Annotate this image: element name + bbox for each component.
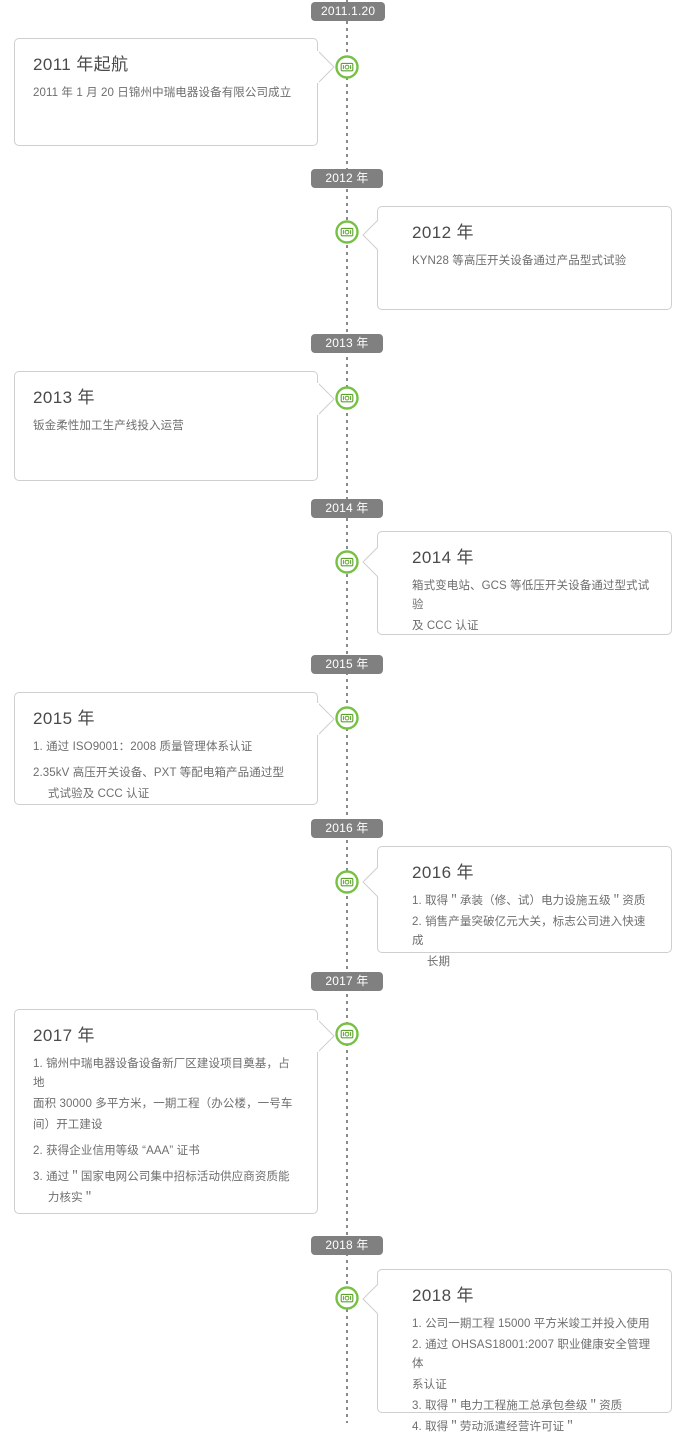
timeline-node-banknote-icon-2015[interactable]: [334, 705, 360, 731]
timeline-card-2012[interactable]: 2012 年 KYN28 等高压开关设备通过产品型式试验: [377, 206, 672, 310]
card-body: 2011 年 1 月 20 日锦州中瑞电器设备有限公司成立: [33, 84, 299, 103]
year-chip-2013[interactable]: 2013 年: [311, 334, 383, 353]
timeline-card-2017[interactable]: 2017 年 1. 锦州中瑞电器设备设备新厂区建设项目奠基，占地 面积 3000…: [14, 1009, 318, 1214]
card-line: 2.35kV 高压开关设备、PXT 等配电箱产品通过型: [33, 767, 285, 780]
year-chip-2014[interactable]: 2014 年: [311, 499, 383, 518]
card-line: 2. 通过 OHSAS18001:2007 职业健康安全管理体: [412, 1339, 651, 1371]
card-line: 间）开工建设: [33, 1119, 103, 1132]
year-chip-2015[interactable]: 2015 年: [311, 655, 383, 674]
timeline-node-banknote-icon-2018[interactable]: [334, 1285, 360, 1311]
year-chip-2017[interactable]: 2017 年: [311, 972, 383, 991]
timeline-node-banknote-icon-2017[interactable]: [334, 1021, 360, 1047]
timeline-node-banknote-icon-2016[interactable]: [334, 869, 360, 895]
timeline-node-banknote-icon-2013[interactable]: [334, 385, 360, 411]
card-line: 系认证: [412, 1379, 447, 1392]
card-body: KYN28 等高压开关设备通过产品型式试验: [396, 252, 653, 271]
timeline-card-2015[interactable]: 2015 年 1. 通过 ISO9001：2008 质量管理体系认证 2.35k…: [14, 692, 318, 805]
card-body: 箱式变电站、GCS 等低压开关设备通过型式试验 及 CCC 认证: [396, 577, 653, 636]
year-chip-2012[interactable]: 2012 年: [311, 169, 383, 188]
card-title: 2011 年起航: [33, 55, 129, 74]
card-line: 力核实＂: [33, 1192, 95, 1205]
card-line: 2. 销售产量突破亿元大关，标志公司进入快速成: [412, 916, 646, 948]
card-line: 1. 锦州中瑞电器设备设备新厂区建设项目奠基，占地: [33, 1058, 290, 1090]
card-line: 长期: [412, 956, 451, 969]
card-line: 1. 通过 ISO9001：2008 质量管理体系认证: [33, 741, 253, 754]
card-body: 1. 取得＂承装（修、试）电力设施五级＂资质 2. 销售产量突破亿元大关，标志公…: [396, 892, 653, 972]
timeline-node-banknote-icon-2014[interactable]: [334, 549, 360, 575]
card-body: 1. 锦州中瑞电器设备设备新厂区建设项目奠基，占地 面积 30000 多平方米，…: [33, 1055, 299, 1208]
timeline-card-2016[interactable]: 2016 年 1. 取得＂承装（修、试）电力设施五级＂资质 2. 销售产量突破亿…: [377, 846, 672, 968]
card-line: 2011 年 1 月 20 日锦州中瑞电器设备有限公司成立: [33, 87, 292, 100]
card-title: 2017 年: [33, 1026, 95, 1045]
card-body: 1. 通过 ISO9001：2008 质量管理体系认证 2.35kV 高压开关设…: [33, 738, 299, 804]
card-title: 2012 年: [412, 223, 474, 242]
card-body: 钣金柔性加工生产线投入运营: [33, 417, 299, 436]
timeline-node-banknote-icon-2011[interactable]: [334, 54, 360, 80]
card-body: 1. 公司一期工程 15000 平方米竣工并投入使用 2. 通过 OHSAS18…: [396, 1315, 653, 1437]
card-title: 2013 年: [33, 388, 95, 407]
card-line: 2. 获得企业信用等级 “AAA” 证书: [33, 1145, 200, 1158]
year-chip-2016[interactable]: 2016 年: [311, 819, 383, 838]
card-title: 2016 年: [412, 863, 474, 882]
card-line: 3. 通过＂国家电网公司集中招标活动供应商资质能: [33, 1171, 290, 1184]
timeline-card-2013[interactable]: 2013 年 钣金柔性加工生产线投入运营: [14, 371, 318, 481]
year-chip-2011[interactable]: 2011.1.20: [311, 2, 386, 21]
card-line: 箱式变电站、GCS 等低压开关设备通过型式试验: [412, 580, 650, 612]
card-line: 钣金柔性加工生产线投入运营: [33, 420, 184, 433]
card-title: 2018 年: [412, 1286, 474, 1305]
timeline-card-2014[interactable]: 2014 年 箱式变电站、GCS 等低压开关设备通过型式试验 及 CCC 认证: [377, 531, 672, 635]
card-line: 1. 公司一期工程 15000 平方米竣工并投入使用: [412, 1318, 650, 1331]
card-line: 3. 取得＂电力工程施工总承包叁级＂资质: [412, 1400, 623, 1413]
timeline-node-banknote-icon-2012[interactable]: [334, 219, 360, 245]
year-chip-2018[interactable]: 2018 年: [311, 1236, 383, 1255]
card-line: KYN28 等高压开关设备通过产品型式试验: [412, 255, 627, 268]
timeline-card-2011[interactable]: 2011 年起航 2011 年 1 月 20 日锦州中瑞电器设备有限公司成立: [14, 38, 318, 146]
card-title: 2014 年: [412, 548, 474, 567]
card-line: 式试验及 CCC 认证: [33, 788, 150, 801]
card-line: 1. 取得＂承装（修、试）电力设施五级＂资质: [412, 895, 646, 908]
card-title: 2015 年: [33, 709, 95, 728]
timeline-card-2018[interactable]: 2018 年 1. 公司一期工程 15000 平方米竣工并投入使用 2. 通过 …: [377, 1269, 672, 1433]
card-line: 及 CCC 认证: [412, 620, 479, 633]
card-line: 4. 取得＂劳动派遣经营许可证＂: [412, 1421, 576, 1434]
card-line: 面积 30000 多平方米，一期工程（办公楼，一号车: [33, 1098, 293, 1111]
